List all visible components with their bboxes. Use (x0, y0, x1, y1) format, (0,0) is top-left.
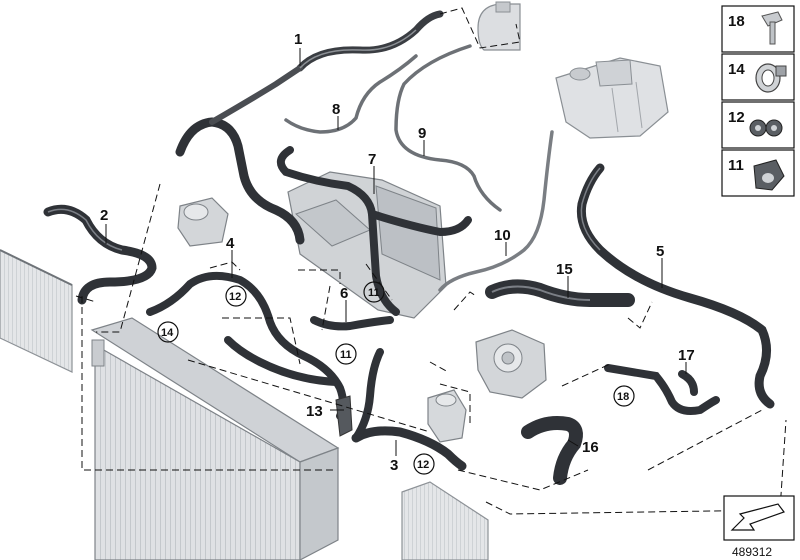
hose-4 (146, 271, 347, 420)
circled-callout-12b: 12 (417, 459, 429, 471)
hose-2 (43, 204, 157, 305)
circled-callout-11c: 11 (368, 415, 380, 427)
callout-6: 6 (340, 285, 348, 302)
legend-num-18: 18 (728, 13, 745, 30)
dashed-connectors (75, 7, 787, 515)
callout-5: 5 (656, 243, 664, 260)
expansion-tank (555, 57, 669, 139)
hose-5 (576, 163, 775, 409)
callout-8: 8 (332, 101, 340, 118)
circled-callout-11b: 11 (340, 349, 352, 361)
callout-4: 4 (226, 235, 235, 252)
radiator-left (0, 249, 73, 373)
circled-callout-18: 18 (617, 391, 629, 403)
callout-3: 3 (390, 457, 398, 474)
callout-17: 17 (678, 347, 695, 364)
legend-num-12: 12 (728, 109, 745, 126)
callout-9: 9 (418, 125, 426, 142)
leader-lines (105, 48, 687, 456)
heat-exchanger (287, 171, 447, 319)
legend-panel: 18 14 12 11 (721, 5, 795, 197)
hose-10 (438, 130, 554, 292)
circled-callouts (157, 281, 635, 475)
bolt-icon (761, 11, 783, 45)
legend-box-18 (721, 5, 795, 53)
circled-callout-14: 14 (161, 327, 174, 339)
hose-16 (521, 416, 583, 485)
legend-num-11: 11 (728, 157, 744, 174)
electric-pump-bottom (427, 389, 467, 443)
orientation-arrow (723, 495, 795, 541)
hose-7 (276, 146, 472, 316)
radiator-bottom-right (401, 481, 489, 560)
callout-15: 15 (556, 261, 573, 278)
hose-clamp-icon (755, 63, 787, 93)
radiator-main (90, 317, 340, 560)
callout-labels: 1 2 3 4 5 6 7 8 9 10 13 15 16 17 (100, 31, 695, 474)
callout-2: 2 (100, 207, 108, 224)
hose-9 (394, 44, 502, 212)
callout-10: 10 (494, 227, 511, 244)
circled-callout-12a: 12 (229, 291, 241, 303)
reference-number: 489312 (732, 545, 772, 559)
circled-callout-labels: 12 14 11 11 11 12 18 (161, 287, 629, 471)
electric-pump-left (177, 197, 229, 247)
circled-callout-11a: 11 (368, 287, 380, 299)
legend-num-14: 14 (728, 61, 745, 78)
clip-icon (753, 159, 785, 191)
callout-1: 1 (294, 31, 302, 48)
expansion-tank-top (477, 1, 521, 51)
callout-7: 7 (368, 151, 376, 168)
hose-3 (351, 348, 467, 471)
hose-15 (485, 279, 635, 308)
hose-17 (604, 364, 720, 415)
hose-8 (284, 54, 418, 134)
callout-13: 13 (306, 403, 323, 420)
hose-13-bracket (335, 395, 353, 437)
thermostat-housing (475, 329, 547, 399)
hose-6 (310, 316, 394, 331)
hose-1 (175, 10, 444, 245)
double-clip-icon (749, 119, 783, 137)
callout-16: 16 (582, 439, 599, 456)
